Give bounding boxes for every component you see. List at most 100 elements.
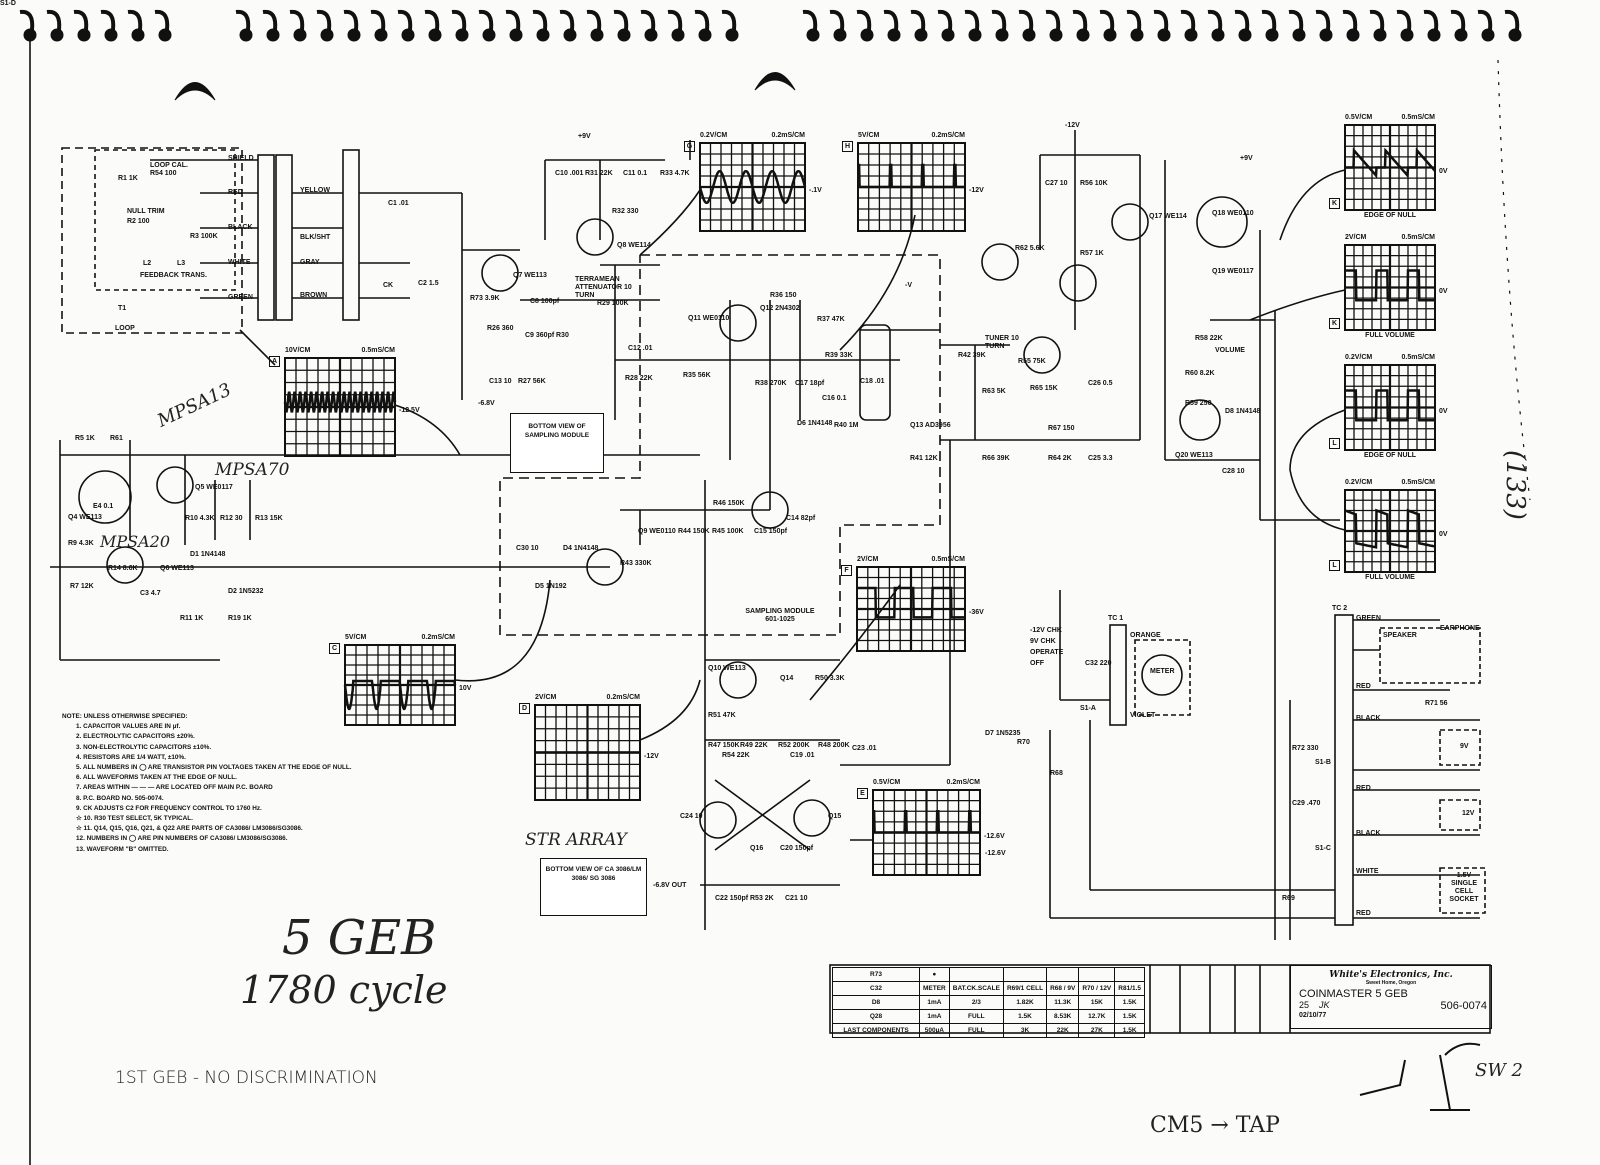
component-label: C11 0.1 [623,170,648,177]
binding-hole [1427,28,1441,42]
component-label: T1 [118,305,127,312]
note-item: 2. ELECTROLYTIC CAPACITORS ±20%. [76,733,195,741]
component-label: C12 .01 [628,345,653,352]
volts-per-div: 0.5V/CM [1345,114,1373,121]
table-cell: FULL [948,1023,1004,1038]
component-label: R66 39K [982,455,1010,462]
mode-switch-position[interactable]: -12V CHK [1030,627,1062,634]
binding-coil [262,9,278,31]
binding-coil [532,9,548,31]
component-label: C3 4.7 [140,590,161,597]
tc2-wire-color: RED [1356,683,1371,690]
array-bottom-view: BOTTOM VIEW OF CA 3086/LM 3086/ SG 3086 [540,858,647,916]
volts-per-div: 2V/CM [857,556,879,563]
binding-hole [266,28,280,42]
component-label: C29 .470 [1292,800,1321,807]
handwritten-mpsa20: MPSA20 [100,532,171,551]
scope-grid [1344,364,1436,451]
component-label: R29 100K [597,300,629,307]
cable-wire-color: BROWN [300,292,328,299]
table-cell: 2/3 [948,995,1004,1010]
table-cell: 27K [1078,1023,1116,1038]
oscilloscope-trace-l: 0.2V/CM 0.5mS/CM L 0V FULL VOLUME [1329,479,1448,581]
component-label: C23 .01 [852,745,877,752]
note-item: ☆ 10. R30 TEST SELECT, 5K TYPICAL. [76,815,193,823]
oscilloscope-trace-k: 2V/CM 0.5mS/CM K 0V FULL VOLUME [1329,234,1448,339]
speaker-label: SPEAKER [1383,632,1417,639]
oscilloscope-trace-g: 0.2V/CM 0.2mS/CM G -.1V [684,132,822,231]
volts-per-div: 0.2V/CM [700,132,728,139]
tc2-label: TC 2 [1332,605,1348,612]
time-per-div: 0.5mS/CM [1401,234,1435,241]
component-label: R55 75K [1018,358,1046,365]
component-label: S1-C [1315,845,1331,852]
table-cell: FULL [948,1009,1004,1024]
component-label: R38 270K [755,380,787,387]
component-label: Q5 WE0117 [195,484,233,491]
note-item: 1. CAPACITOR VALUES ARE IN µf. [76,723,181,731]
component-label: R30 [556,332,569,339]
feedback-trans-label: FEEDBACK TRANS. [140,272,207,279]
component-label: Q18 WE0110 [1212,210,1254,217]
volts-per-div: 2V/CM [535,694,557,701]
component-label: R67 150 [1048,425,1075,432]
cable-wire-color: BLK/SHT [300,234,331,241]
component-label: C20 150pf [780,845,814,852]
note-item: 9. CK ADJUSTS C2 FOR FREQUENCY CONTROL T… [76,804,262,812]
scope-letter: K [1329,318,1340,329]
scope-grid [1344,489,1436,573]
component-label: R69 [1282,895,1295,902]
component-label: C9 360pf [525,332,555,339]
component-label: R50 3.3K [815,675,845,682]
cell-socket-label: 1.5V SINGLE CELL SOCKET [1449,872,1479,903]
binding-coil [46,9,62,31]
binding-hole [887,28,901,42]
tc2-wire-color: RED [1356,910,1371,917]
mode-switch-position[interactable]: 9V CHK [1030,638,1056,645]
table-cell: 15K [1078,995,1116,1010]
component-label: R11 1K [180,615,204,622]
binding-coil [883,9,899,31]
binding-hole [104,28,118,42]
binding-coil [910,9,926,31]
note-item: 3. NON-ELECTROLYTIC CAPACITORS ±10%. [76,743,212,751]
binding-coil [343,9,359,31]
table-cell [1114,967,1146,982]
null-trim-label: NULL TRIM [127,208,165,215]
binding-hole [374,28,388,42]
binding-coil [100,9,116,31]
volts-per-div: 10V/CM [285,347,311,354]
binding-hole [455,28,469,42]
component-label: R42 39K [958,352,986,359]
binding-hole [1481,28,1495,42]
scope-level: -12.5V [399,407,420,414]
mode-switch-position[interactable]: OPERATE [1030,649,1064,656]
supply-rail-label: -6.8V OUT [653,882,687,889]
binding-hole [1130,28,1144,42]
cable-wire-color: GRAY [300,259,320,266]
mode-switch-position[interactable]: OFF [1030,660,1044,667]
waveform-trace [1345,269,1435,302]
binding-coil [1153,9,1169,31]
table-cell: LAST COMPONENTS [832,1023,920,1038]
component-label: D5 1N192 [535,583,567,590]
component-label: R39 33K [825,352,853,359]
handwritten-str-array: STR ARRAY [525,830,627,850]
volts-per-div: 0.2V/CM [1345,354,1373,361]
component-label: R31 22K [585,170,613,177]
component-label: D6 1N4148 [797,420,833,427]
binding-coil [127,9,143,31]
table-cell: 1mA [919,995,950,1010]
binding-hole [1265,28,1279,42]
component-label: R45 100K [712,528,744,535]
binding-coil [19,9,35,31]
loop-wire-color: WHITE [228,259,251,266]
component-label: R2 100 [127,218,150,225]
scope-letter: G [684,141,695,152]
binding-coil [1099,9,1115,31]
component-label: R26 360 [487,325,514,332]
binding-coil [370,9,386,31]
table-cell: 11.3K [1046,995,1080,1010]
